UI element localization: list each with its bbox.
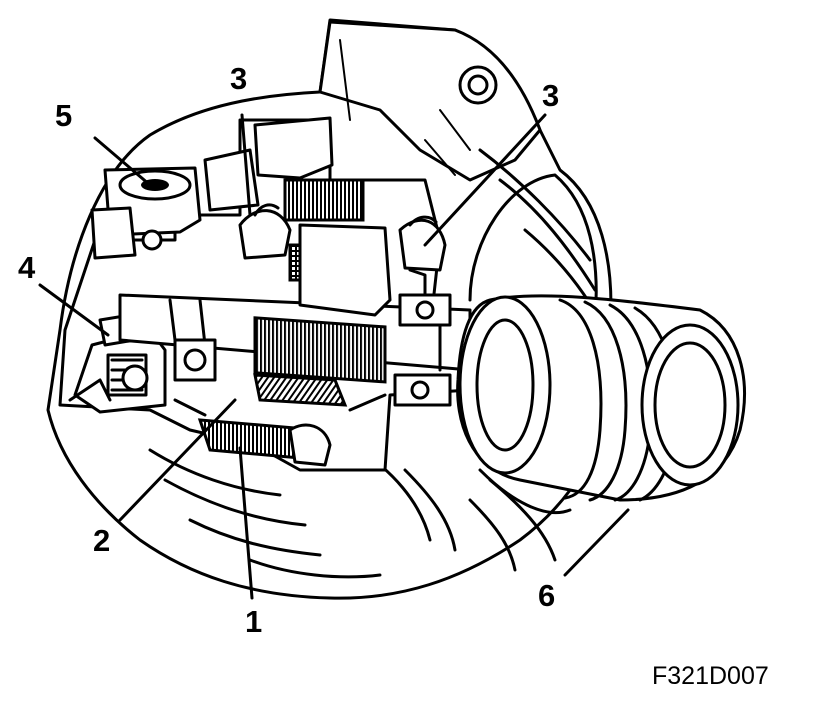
figure-code: F321D007 bbox=[652, 662, 769, 690]
callout-6: 6 bbox=[538, 578, 556, 613]
stator-winding-top bbox=[238, 178, 447, 327]
leader-5 bbox=[93, 136, 152, 187]
leader-4 bbox=[38, 283, 110, 337]
stator-winding-bottom bbox=[173, 373, 387, 467]
callout-4: 4 bbox=[18, 250, 36, 285]
bearings bbox=[173, 293, 452, 407]
callout-2: 2 bbox=[93, 523, 111, 558]
leader-3b bbox=[423, 113, 547, 247]
callout-1: 1 bbox=[245, 604, 263, 639]
leader-3a bbox=[240, 113, 252, 217]
leader-1 bbox=[238, 446, 254, 600]
leader-lines bbox=[38, 113, 630, 600]
voltage-regulator bbox=[90, 166, 202, 260]
callout-3-right: 3 bbox=[542, 78, 560, 113]
callout-3-left: 3 bbox=[230, 61, 248, 96]
leader-2 bbox=[118, 398, 237, 522]
pulley bbox=[456, 294, 746, 502]
drive-end-plate bbox=[468, 173, 598, 515]
callout-5: 5 bbox=[55, 98, 73, 133]
leader-6 bbox=[563, 508, 630, 577]
